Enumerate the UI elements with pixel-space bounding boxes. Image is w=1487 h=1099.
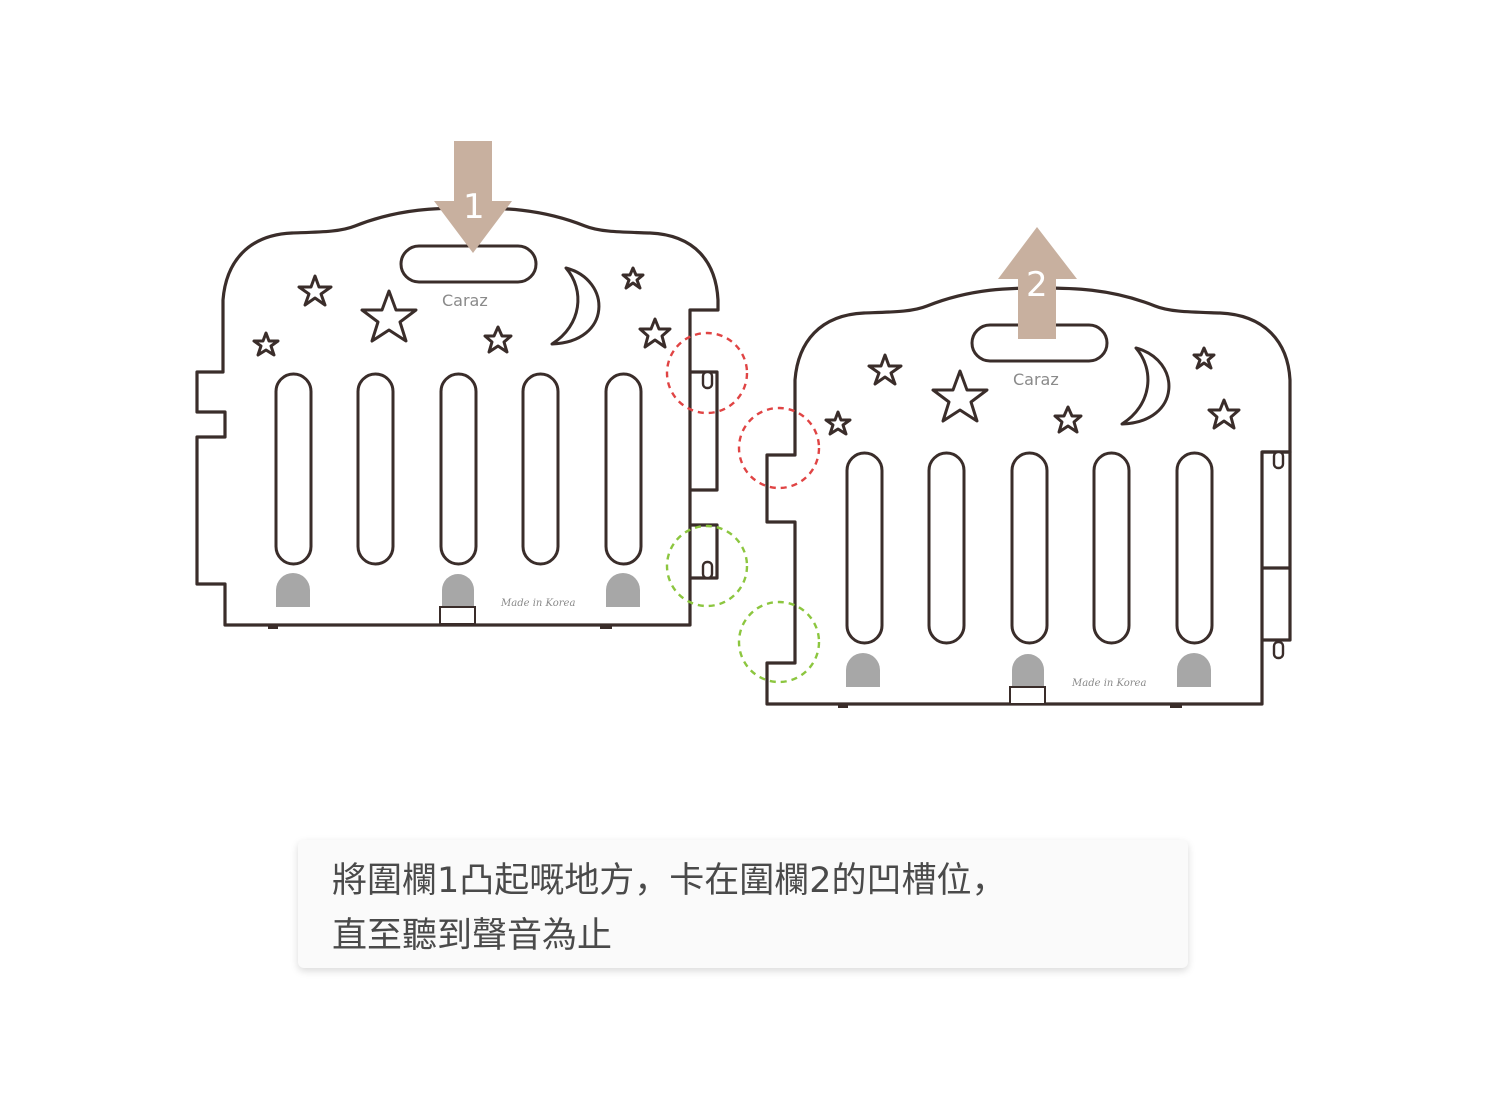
upper-slot-ring xyxy=(737,406,821,490)
arrow-2-label: 2 xyxy=(1026,265,1048,305)
panel-1-slat xyxy=(356,372,395,566)
panel-1-foot xyxy=(442,574,474,607)
lower-slot-ring xyxy=(737,600,821,684)
panel-2-slat xyxy=(1092,451,1131,645)
upper-connection-ring xyxy=(665,331,749,415)
panel-1-moon-icon xyxy=(550,266,601,346)
panel-1-foot xyxy=(276,573,310,607)
panel-2-slat xyxy=(845,451,884,645)
panel-2-foot xyxy=(1177,653,1211,687)
panel-1-star-icon xyxy=(638,317,672,349)
panel-2-star-icon xyxy=(1053,405,1083,434)
panel-2-slat xyxy=(927,451,966,645)
panel-1-star-icon xyxy=(252,331,280,357)
panel-2-star-icon xyxy=(931,369,989,423)
panel-1-pin xyxy=(600,625,612,629)
panel-1-star-icon xyxy=(297,274,333,307)
panel-1-handle xyxy=(399,244,538,284)
panel-2-star-icon xyxy=(1192,346,1216,370)
panel-2-foot xyxy=(846,653,880,687)
panel-1-star-icon xyxy=(360,289,418,343)
panel-2-brand: Caraz xyxy=(1013,370,1059,389)
panel-2-foot xyxy=(1012,654,1044,687)
panel-2-made-in: Made in Korea xyxy=(1071,678,1146,689)
panel-2-star-icon xyxy=(1207,398,1241,430)
panel-2-right-edge xyxy=(1262,450,1292,642)
panel-2-base-block xyxy=(1009,686,1046,705)
instruction-line-2: 直至聽到聲音為止 xyxy=(332,916,613,956)
panel-2-moon-icon xyxy=(1120,346,1171,426)
panel-1-slat xyxy=(274,372,313,566)
panel-2-slat xyxy=(1010,451,1049,645)
panel-2-star-icon xyxy=(867,353,903,386)
panel-1-pin xyxy=(268,625,278,629)
panel-2-clip-lower xyxy=(1272,640,1285,660)
panel-1-foot xyxy=(606,573,640,607)
panel-1-slat xyxy=(604,372,643,566)
instruction-line-1: 將圍欄1凸起嘅地方，卡在圍欄2的凹槽位， xyxy=(332,861,1007,901)
lower-connection-ring xyxy=(665,524,749,608)
panel-1-made-in: Made in Korea xyxy=(500,598,575,609)
arrow-1-label: 1 xyxy=(463,187,485,227)
panel-1-slat xyxy=(521,372,560,566)
panel-2-pin xyxy=(838,704,848,708)
panel-2-slat xyxy=(1175,451,1214,645)
panel-1-star-icon xyxy=(483,325,513,354)
panel-1-clip-lower xyxy=(701,560,714,580)
panel-1-star-icon xyxy=(621,266,645,290)
panel-2-pin xyxy=(1170,704,1182,708)
playpen-panel-1: Caraz Made in Korea xyxy=(195,206,720,629)
panel-1-slat xyxy=(439,372,478,566)
panel-1-clip-upper xyxy=(701,370,714,390)
panel-1-right-edge xyxy=(690,370,719,580)
panel-2-star-icon xyxy=(824,410,852,436)
arrow-2-up-icon: 2 xyxy=(998,227,1077,339)
arrow-1-down-icon: 1 xyxy=(434,141,512,253)
playpen-panel-2: Caraz Made in Korea xyxy=(765,286,1292,708)
panel-2-clip-upper xyxy=(1272,450,1285,470)
instruction-caption-box: 將圍欄1凸起嘅地方，卡在圍欄2的凹槽位， 直至聽到聲音為止 xyxy=(298,840,1188,968)
panel-1-base-block xyxy=(439,606,476,625)
panel-1-brand: Caraz xyxy=(442,291,488,310)
